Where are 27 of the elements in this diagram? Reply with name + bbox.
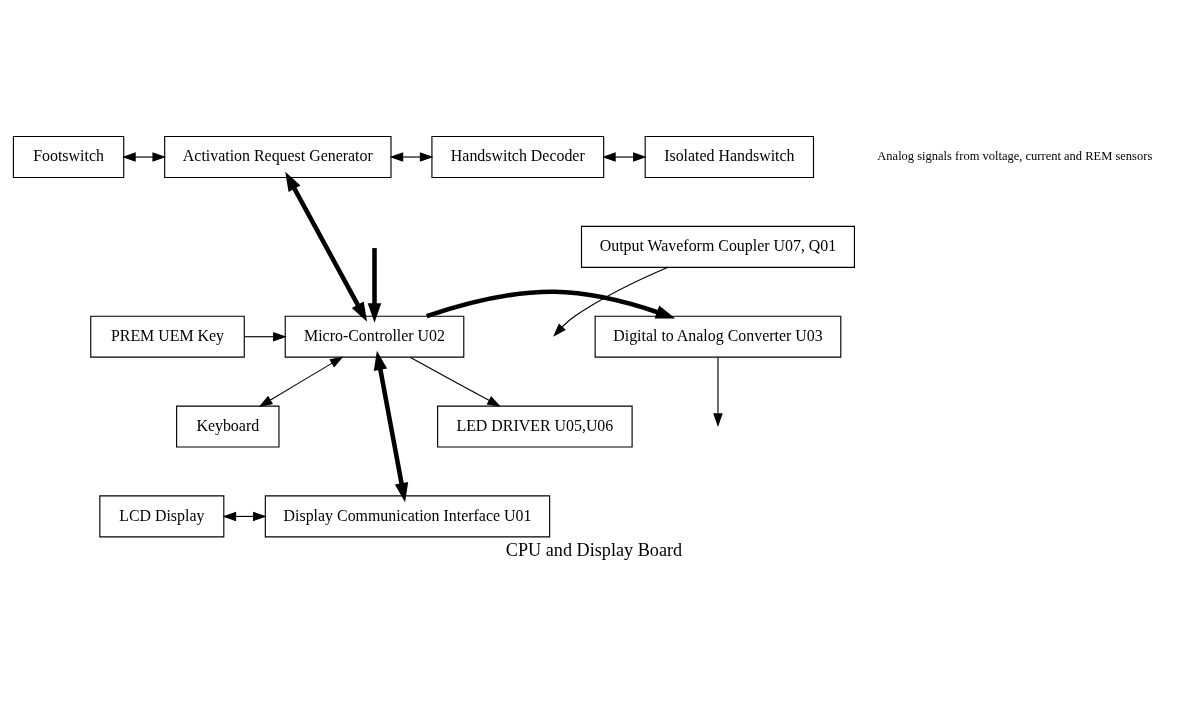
node-box: LCD Display bbox=[99, 494, 225, 537]
caption: CPU and Display Board bbox=[505, 539, 683, 560]
node-box: Output Waveform Coupler U07, Q01 bbox=[580, 225, 855, 268]
node-box: PREM UEM Key bbox=[90, 315, 245, 358]
node-box: LED DRIVER U05,U06 bbox=[437, 405, 633, 448]
node-box: Handswitch Decoder bbox=[431, 135, 605, 178]
arrow bbox=[285, 171, 368, 322]
arrow bbox=[258, 355, 344, 407]
arrow bbox=[122, 151, 167, 162]
arrow bbox=[602, 151, 647, 162]
node-box: Activation Request Generator bbox=[164, 135, 392, 178]
node-box: Digital to Analog Converter U03 bbox=[594, 315, 842, 358]
node-box: Keyboard bbox=[176, 405, 280, 448]
arrow bbox=[243, 331, 287, 341]
node-box: Isolated Handswitch bbox=[644, 135, 815, 178]
node-box: Footswitch bbox=[12, 135, 125, 178]
arrow bbox=[389, 151, 434, 162]
arrow bbox=[553, 266, 669, 337]
arrow bbox=[367, 247, 382, 323]
node-box: Micro-Controller U02 bbox=[284, 315, 465, 358]
arrow bbox=[222, 511, 267, 521]
arrow bbox=[373, 350, 409, 502]
arrow bbox=[409, 356, 501, 407]
node-box: Display Communication Interface U01 bbox=[264, 494, 551, 537]
arrow bbox=[426, 289, 676, 318]
arrow bbox=[713, 356, 723, 427]
label: Analog signals from voltage, current and REM sensors bbox=[877, 148, 1153, 163]
